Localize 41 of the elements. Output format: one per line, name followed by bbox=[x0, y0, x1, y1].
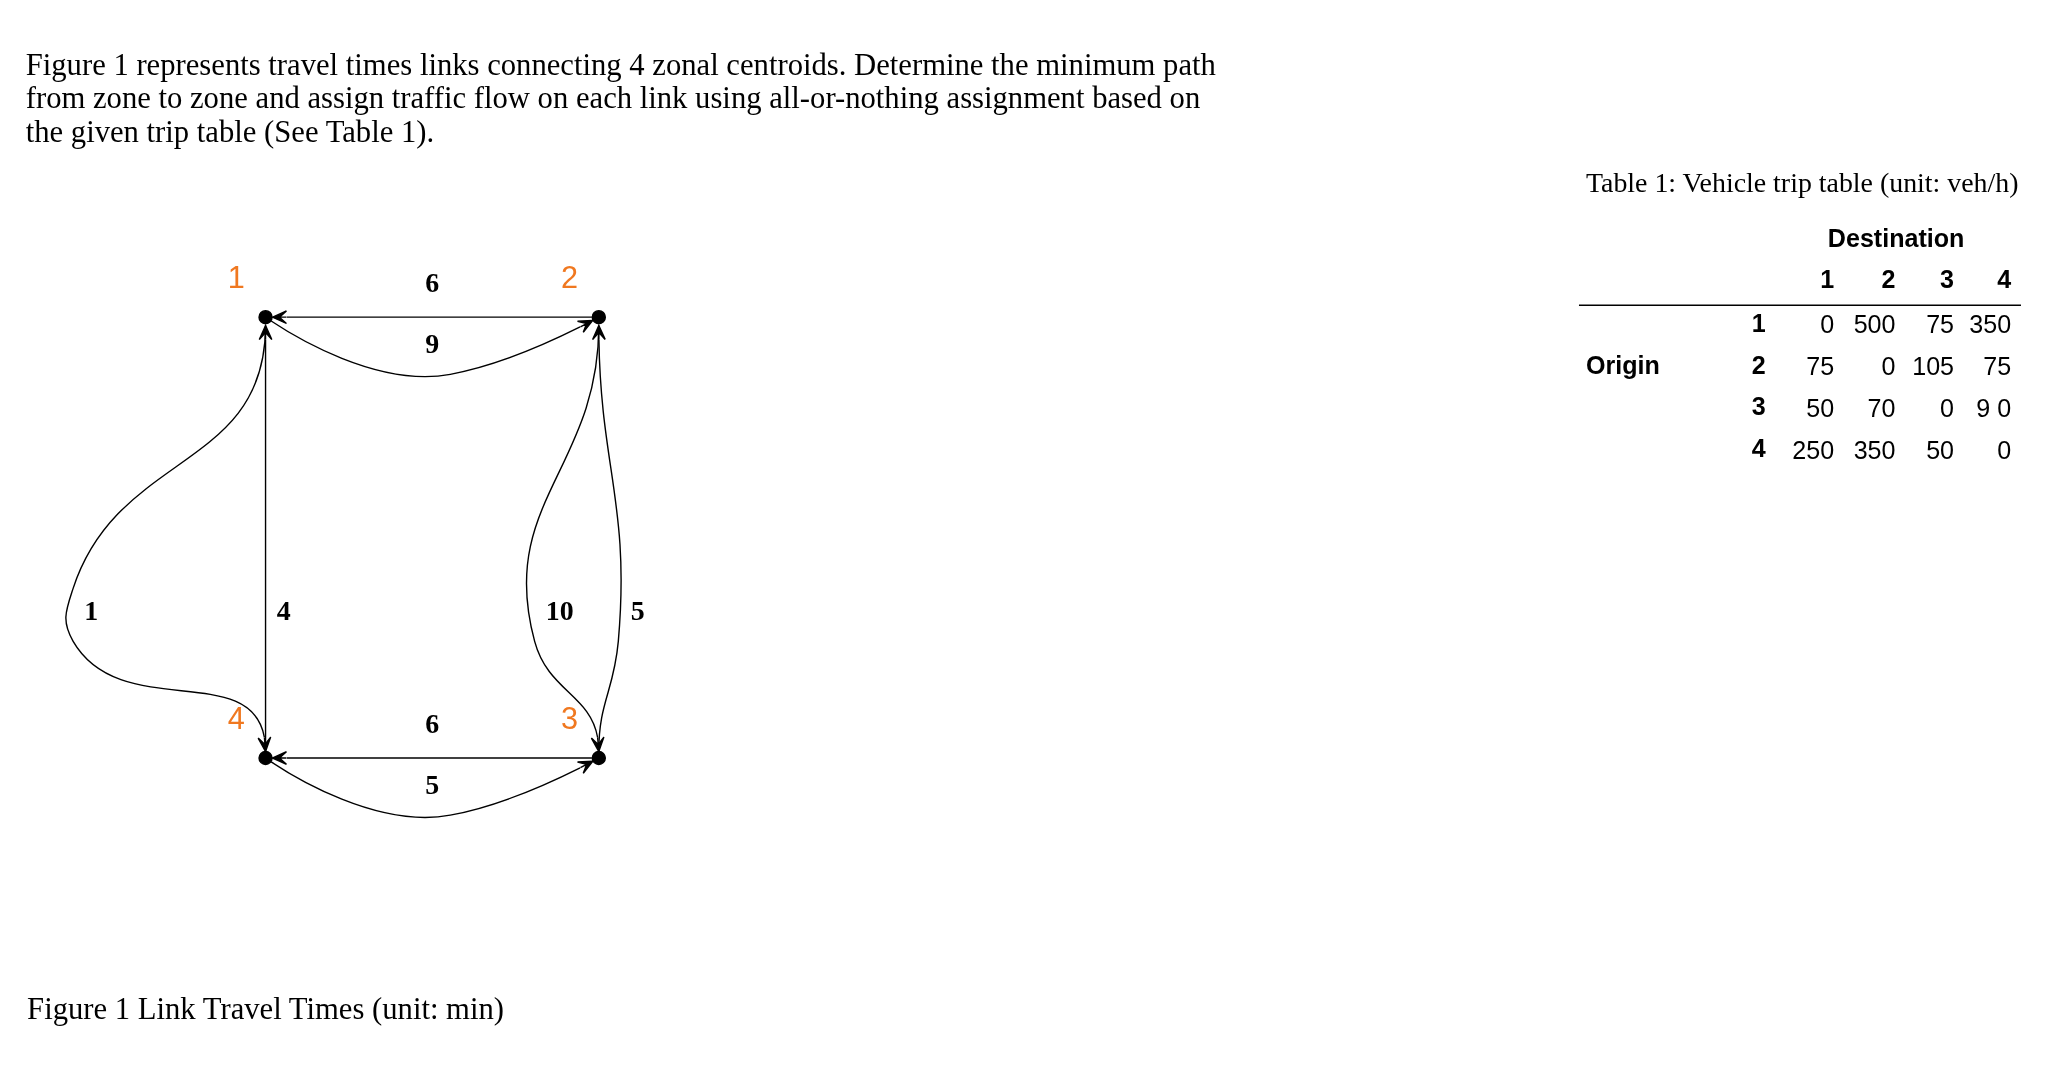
label: 75 bbox=[1926, 309, 1955, 338]
edge-label: 1 bbox=[84, 594, 99, 626]
edge-label: 6 bbox=[425, 707, 440, 739]
label: Origin bbox=[1585, 349, 1660, 378]
edge-label: 4 bbox=[276, 594, 291, 626]
diagram-title: Figure 1 represents travel times links connecting 4 zonal centroids. Determine the minimum path from zone to zone and assign traffic flow on each link using all-or-nothing assignment based on the given trip table (See Table 1). bbox=[25, 47, 1216, 149]
node-label: 4 bbox=[227, 700, 245, 735]
label: 50 bbox=[1806, 393, 1835, 422]
label: Destination bbox=[1827, 223, 1965, 252]
label: 350 bbox=[1969, 309, 2012, 338]
edge-label: 5 bbox=[630, 594, 645, 626]
edge-label: 9 bbox=[425, 327, 440, 359]
label: 75 bbox=[1983, 351, 2012, 380]
label: 75 bbox=[1806, 351, 1835, 380]
label: 50 bbox=[1926, 435, 1955, 464]
node-label: 3 bbox=[560, 700, 578, 735]
edge-label: 10 bbox=[545, 594, 574, 626]
node-label: 1 bbox=[227, 259, 245, 294]
label: 9 0 bbox=[1976, 393, 2012, 422]
label: 1 bbox=[1751, 308, 1766, 337]
label: 105 bbox=[1912, 351, 1955, 380]
label: 70 bbox=[1867, 393, 1896, 422]
label: 1 bbox=[1820, 264, 1835, 293]
edge-label: 6 bbox=[425, 266, 440, 298]
label: 500 bbox=[1853, 309, 1896, 338]
label: Table 1: Vehicle trip table (unit: veh/h) bbox=[1585, 166, 2019, 198]
label: 2 bbox=[1881, 264, 1896, 293]
node-label: 2 bbox=[560, 259, 578, 294]
label: 3 bbox=[1751, 391, 1766, 420]
label: 0 bbox=[1940, 393, 1955, 422]
label: 4 bbox=[1997, 264, 2012, 293]
label: 0 bbox=[1820, 309, 1835, 338]
label: 0 bbox=[1881, 351, 1896, 380]
label: 3 bbox=[1940, 264, 1955, 293]
label: 250 bbox=[1792, 435, 1835, 464]
label: 4 bbox=[1751, 433, 1766, 462]
label: 2 bbox=[1751, 349, 1766, 378]
label: 350 bbox=[1853, 435, 1896, 464]
label: 0 bbox=[1997, 435, 2012, 464]
edge-label: 5 bbox=[425, 768, 440, 800]
caption: Figure 1 Link Travel Times (unit: min) bbox=[27, 991, 505, 1026]
